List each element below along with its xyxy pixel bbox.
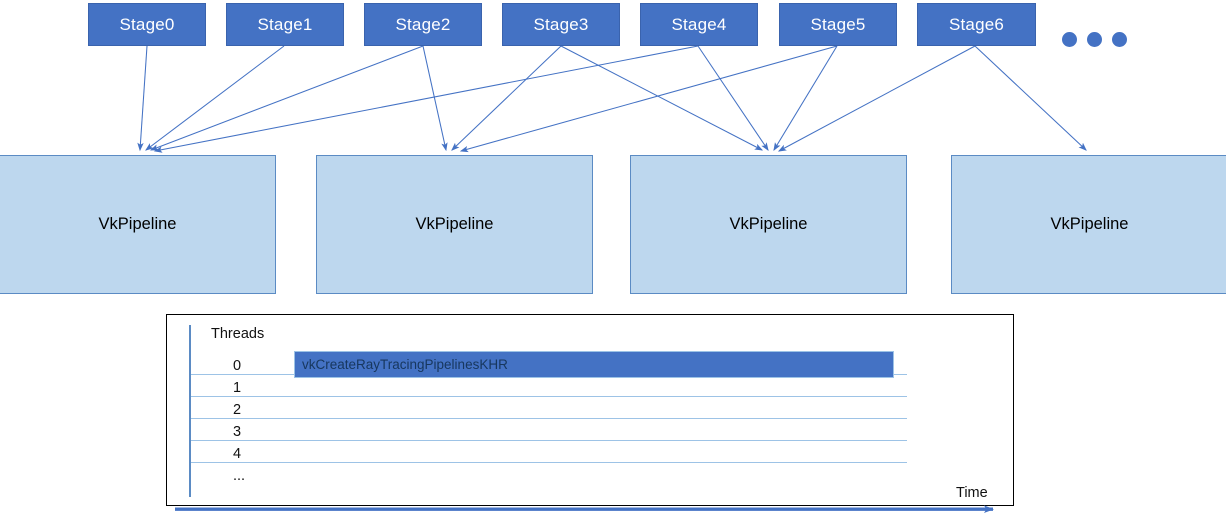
threads-axis-line bbox=[189, 325, 191, 497]
pipeline-label: VkPipeline bbox=[1050, 215, 1129, 233]
stage-box-1[interactable]: Stage1 bbox=[226, 3, 344, 46]
thread-row-label: 2 bbox=[233, 401, 242, 418]
pipeline-label: VkPipeline bbox=[98, 215, 177, 233]
time-axis-label: Time bbox=[956, 485, 988, 501]
thread-row-line bbox=[191, 417, 907, 419]
thread-row-label: 4 bbox=[233, 445, 242, 462]
stage-label: Stage5 bbox=[810, 14, 866, 34]
thread-row-label: ... bbox=[233, 467, 246, 484]
pipeline-label: VkPipeline bbox=[415, 215, 494, 233]
edge-stage4-pipeline1 bbox=[153, 45, 699, 153]
more-stages-ellipsis-icon bbox=[1062, 32, 1127, 47]
edge-stage6-pipeline3 bbox=[777, 45, 976, 152]
edge-stage3-pipeline3 bbox=[560, 45, 764, 151]
timeline-task-bar[interactable]: vkCreateRayTracingPipelinesKHR bbox=[294, 351, 894, 378]
thread-row-2[interactable]: 2 bbox=[191, 397, 907, 419]
thread-row-label: 3 bbox=[233, 423, 242, 440]
edge-stage5-pipeline2 bbox=[459, 45, 838, 153]
stage-box-4[interactable]: Stage4 bbox=[640, 3, 758, 46]
thread-row-1[interactable]: 1 bbox=[191, 375, 907, 397]
stage-box-3[interactable]: Stage3 bbox=[502, 3, 620, 46]
time-axis-arrow bbox=[175, 505, 994, 513]
thread-row-line bbox=[191, 439, 907, 441]
pipeline-box-3[interactable]: VkPipeline bbox=[630, 155, 907, 294]
edge-stage2-pipeline2 bbox=[422, 45, 448, 152]
edge-stage2-pipeline1 bbox=[149, 45, 424, 151]
edge-stage0-pipeline1 bbox=[137, 45, 148, 152]
thread-row-label: 1 bbox=[233, 379, 242, 396]
thread-row-line bbox=[191, 395, 907, 397]
pipeline-box-4[interactable]: VkPipeline bbox=[951, 155, 1226, 294]
thread-row-4[interactable]: 4 bbox=[191, 441, 907, 463]
stage-label: Stage4 bbox=[671, 14, 727, 34]
stage-label: Stage2 bbox=[395, 14, 451, 34]
stage-box-2[interactable]: Stage2 bbox=[364, 3, 482, 46]
thread-row-line bbox=[191, 461, 907, 463]
edge-stage1-pipeline1 bbox=[145, 45, 285, 151]
edge-stage6-pipeline4 bbox=[974, 45, 1087, 151]
thread-row-label: 0 bbox=[233, 357, 242, 374]
edge-stage3-pipeline2 bbox=[451, 45, 562, 151]
thread-row-3[interactable]: 3 bbox=[191, 419, 907, 441]
stage-box-0[interactable]: Stage0 bbox=[88, 3, 206, 46]
stage-label: Stage1 bbox=[257, 14, 313, 34]
timeline-task-label: vkCreateRayTracingPipelinesKHR bbox=[302, 357, 508, 372]
pipeline-label: VkPipeline bbox=[729, 215, 808, 233]
timeline-panel: Threads 0 1 2 3 4 ... vkCreateRayTracing… bbox=[166, 314, 1014, 506]
stage-label: Stage6 bbox=[948, 14, 1005, 34]
stage-label: Stage3 bbox=[533, 14, 589, 34]
stage-box-6[interactable]: Stage6 bbox=[917, 3, 1036, 46]
pipeline-box-2[interactable]: VkPipeline bbox=[316, 155, 593, 294]
edge-stage5-pipeline3 bbox=[773, 45, 838, 152]
threads-axis-label: Threads bbox=[211, 326, 265, 342]
thread-row-more: ... bbox=[191, 463, 907, 485]
pipeline-box-1[interactable]: VkPipeline bbox=[0, 155, 276, 294]
edge-stage4-pipeline3 bbox=[697, 45, 769, 151]
stage-label: Stage0 bbox=[119, 14, 175, 34]
stage-box-5[interactable]: Stage5 bbox=[779, 3, 897, 46]
